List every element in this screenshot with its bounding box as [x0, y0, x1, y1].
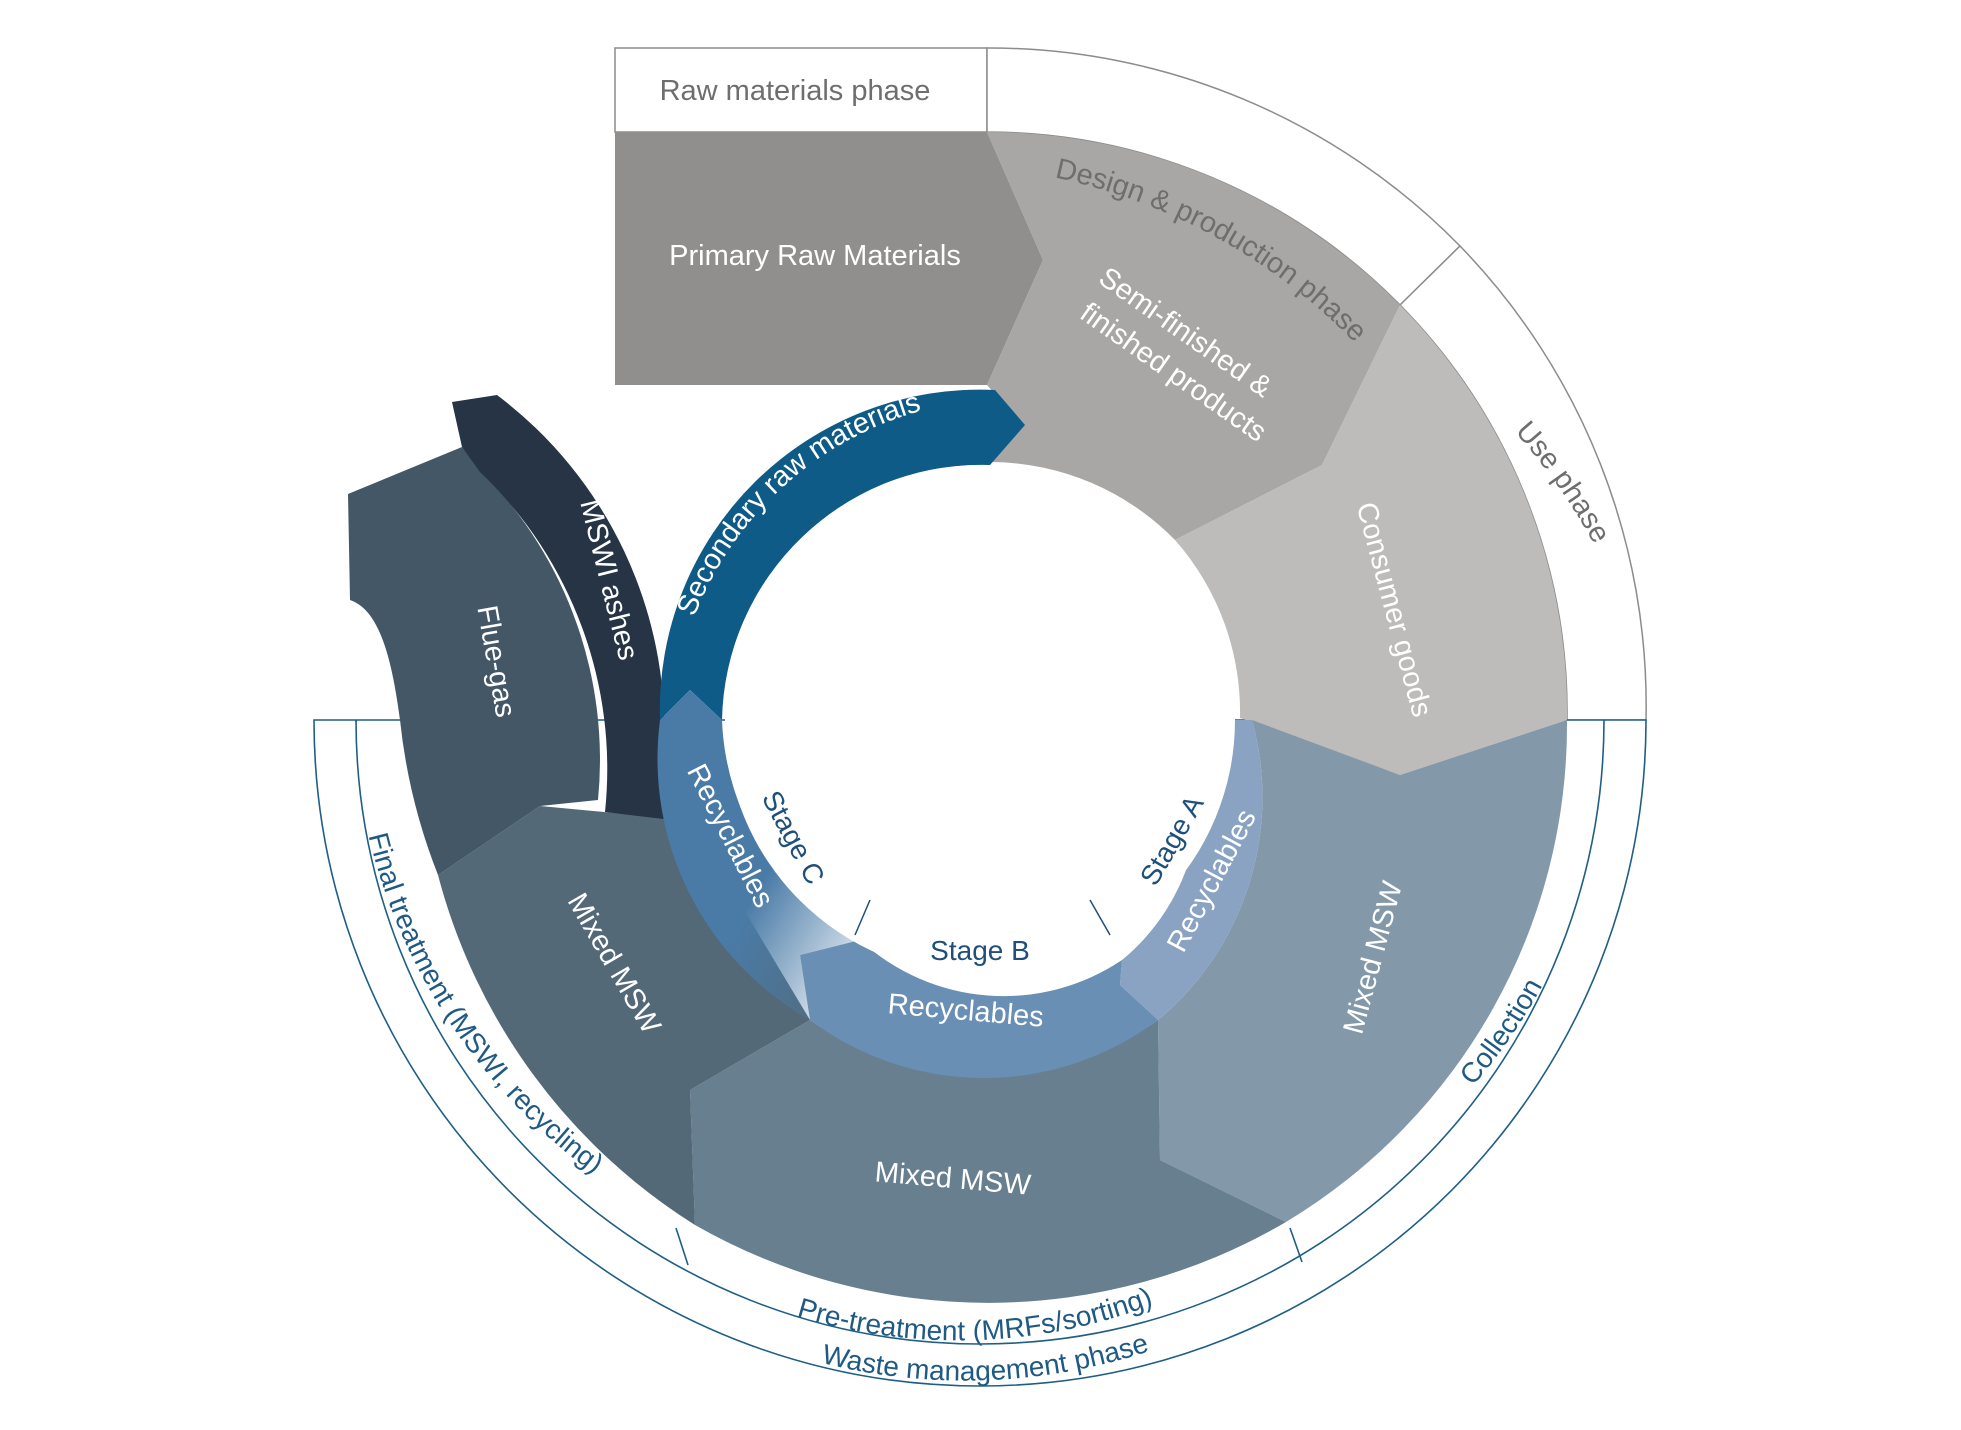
- primary-raw-materials-segment: [615, 132, 1043, 385]
- phase-frames: [614, 47, 1647, 721]
- stage-divider-ab: [1089, 899, 1111, 936]
- primary-raw-materials-label: Primary Raw Materials: [669, 240, 961, 272]
- flow-segments: [348, 132, 1568, 1303]
- collection-divider: [1289, 1227, 1303, 1263]
- raw-materials-phase-label: Raw materials phase: [660, 75, 931, 107]
- final-treatment-divider: [675, 1227, 689, 1266]
- flue-gas-segment: [348, 447, 600, 875]
- recyclables-c-segment: [657, 690, 860, 1020]
- center-hole: [725, 465, 1235, 975]
- waste-subphase-divider-inner: [355, 719, 1605, 1345]
- recyclables-b-segment: [800, 940, 1158, 1078]
- semi-finished-products-segment: [987, 132, 1400, 540]
- secondary-raw-materials-arrow: [659, 389, 1025, 720]
- recyclables-a-segment: [1120, 720, 1263, 1020]
- mswi-ashes-segment: [452, 395, 672, 820]
- stage-divider-bc: [854, 899, 871, 936]
- stage-b-label: Stage B: [930, 935, 1030, 966]
- collection-segment: [1158, 720, 1568, 1222]
- raw-materials-phase-box: [614, 47, 988, 133]
- pre-treatment-segment: [690, 1020, 1286, 1303]
- consumer-goods-segment: [1175, 305, 1568, 775]
